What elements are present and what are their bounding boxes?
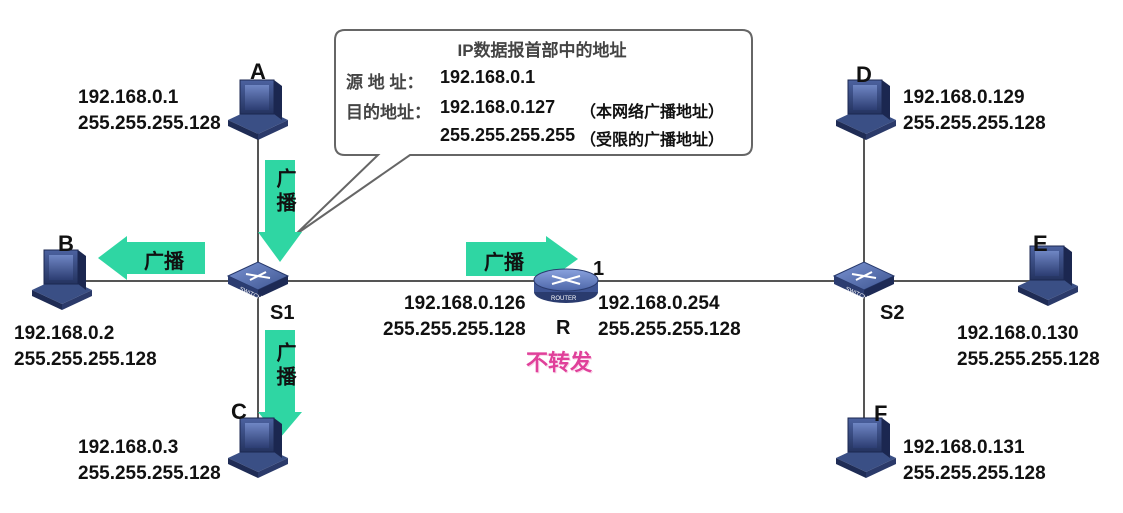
host-b-name: B <box>58 231 74 256</box>
host-f-ip: 192.168.0.131 <box>903 437 1025 458</box>
switch-s1-label: S1 <box>270 302 295 324</box>
address-callout: IP数据报首部中的地址 源 地 址： 192.168.0.1 目的地址： 192… <box>332 30 752 155</box>
router-port-label: 1 <box>593 258 605 280</box>
pc-e-icon <box>1017 245 1079 307</box>
broadcast-label-b: 广播 <box>144 251 184 273</box>
host-b-mask: 255.255.255.128 <box>14 349 157 370</box>
host-d-mask: 255.255.255.128 <box>903 113 1046 134</box>
pc-f-icon <box>835 417 897 479</box>
pc-b-icon <box>31 249 93 311</box>
destination-address-label: 目的地址： <box>346 103 431 122</box>
pc-c-icon <box>227 417 289 479</box>
host-e-mask: 255.255.255.128 <box>957 349 1100 370</box>
router-r-icon: ROUTER <box>533 268 599 303</box>
router-right-ip: 192.168.0.254 <box>598 293 720 314</box>
host-f-mask: 255.255.255.128 <box>903 463 1046 484</box>
host-d-ip: 192.168.0.129 <box>903 87 1025 108</box>
broadcast-label-c: 广播 <box>273 342 295 390</box>
destination-address-2: 255.255.255.255 <box>440 125 576 145</box>
host-a-ip: 192.168.0.1 <box>78 87 179 108</box>
host-a-mask: 255.255.255.128 <box>78 113 221 134</box>
host-e-name: E <box>1033 231 1048 256</box>
source-address-value: 192.168.0.1 <box>440 67 536 87</box>
host-c-name: C <box>231 399 247 424</box>
source-address-label: 源 地 址： <box>346 73 424 92</box>
router-right-mask: 255.255.255.128 <box>598 319 741 340</box>
svg-text:ROUTER: ROUTER <box>551 296 577 302</box>
broadcast-arrow-left-b <box>98 236 205 280</box>
host-a-name: A <box>250 59 266 84</box>
router-no-forward-status: 不转发 <box>526 350 593 375</box>
host-c-mask: 255.255.255.128 <box>78 463 221 484</box>
destination-note-2: （受限的广播地址） <box>580 132 725 149</box>
host-e-ip: 192.168.0.130 <box>957 323 1079 344</box>
broadcast-label-a: 广播 <box>273 168 295 216</box>
host-b-ip: 192.168.0.2 <box>14 323 115 344</box>
switch-s2-label: S2 <box>880 302 905 324</box>
connection-lines <box>85 130 1030 430</box>
switch-s2-icon: SWITCH <box>832 261 896 302</box>
address-callout-box <box>294 29 753 236</box>
router-left-ip: 192.168.0.126 <box>404 293 526 314</box>
host-d-name: D <box>856 62 872 87</box>
destination-address-1: 192.168.0.127 <box>440 97 556 117</box>
pc-a-icon <box>227 79 289 141</box>
callout-title: IP数据报首部中的地址 <box>457 41 627 60</box>
switch-s1-icon: SWITCH <box>226 261 290 302</box>
router-left-mask: 255.255.255.128 <box>383 319 526 340</box>
pc-d-icon <box>835 79 897 141</box>
host-c-ip: 192.168.0.3 <box>78 437 179 458</box>
broadcast-arrow-down-a <box>258 160 302 262</box>
router-name: R <box>556 317 571 339</box>
broadcast-label-router: 广播 <box>484 252 524 274</box>
host-f-name: F <box>874 401 888 426</box>
destination-note-1: （本网络广播地址） <box>580 104 725 121</box>
